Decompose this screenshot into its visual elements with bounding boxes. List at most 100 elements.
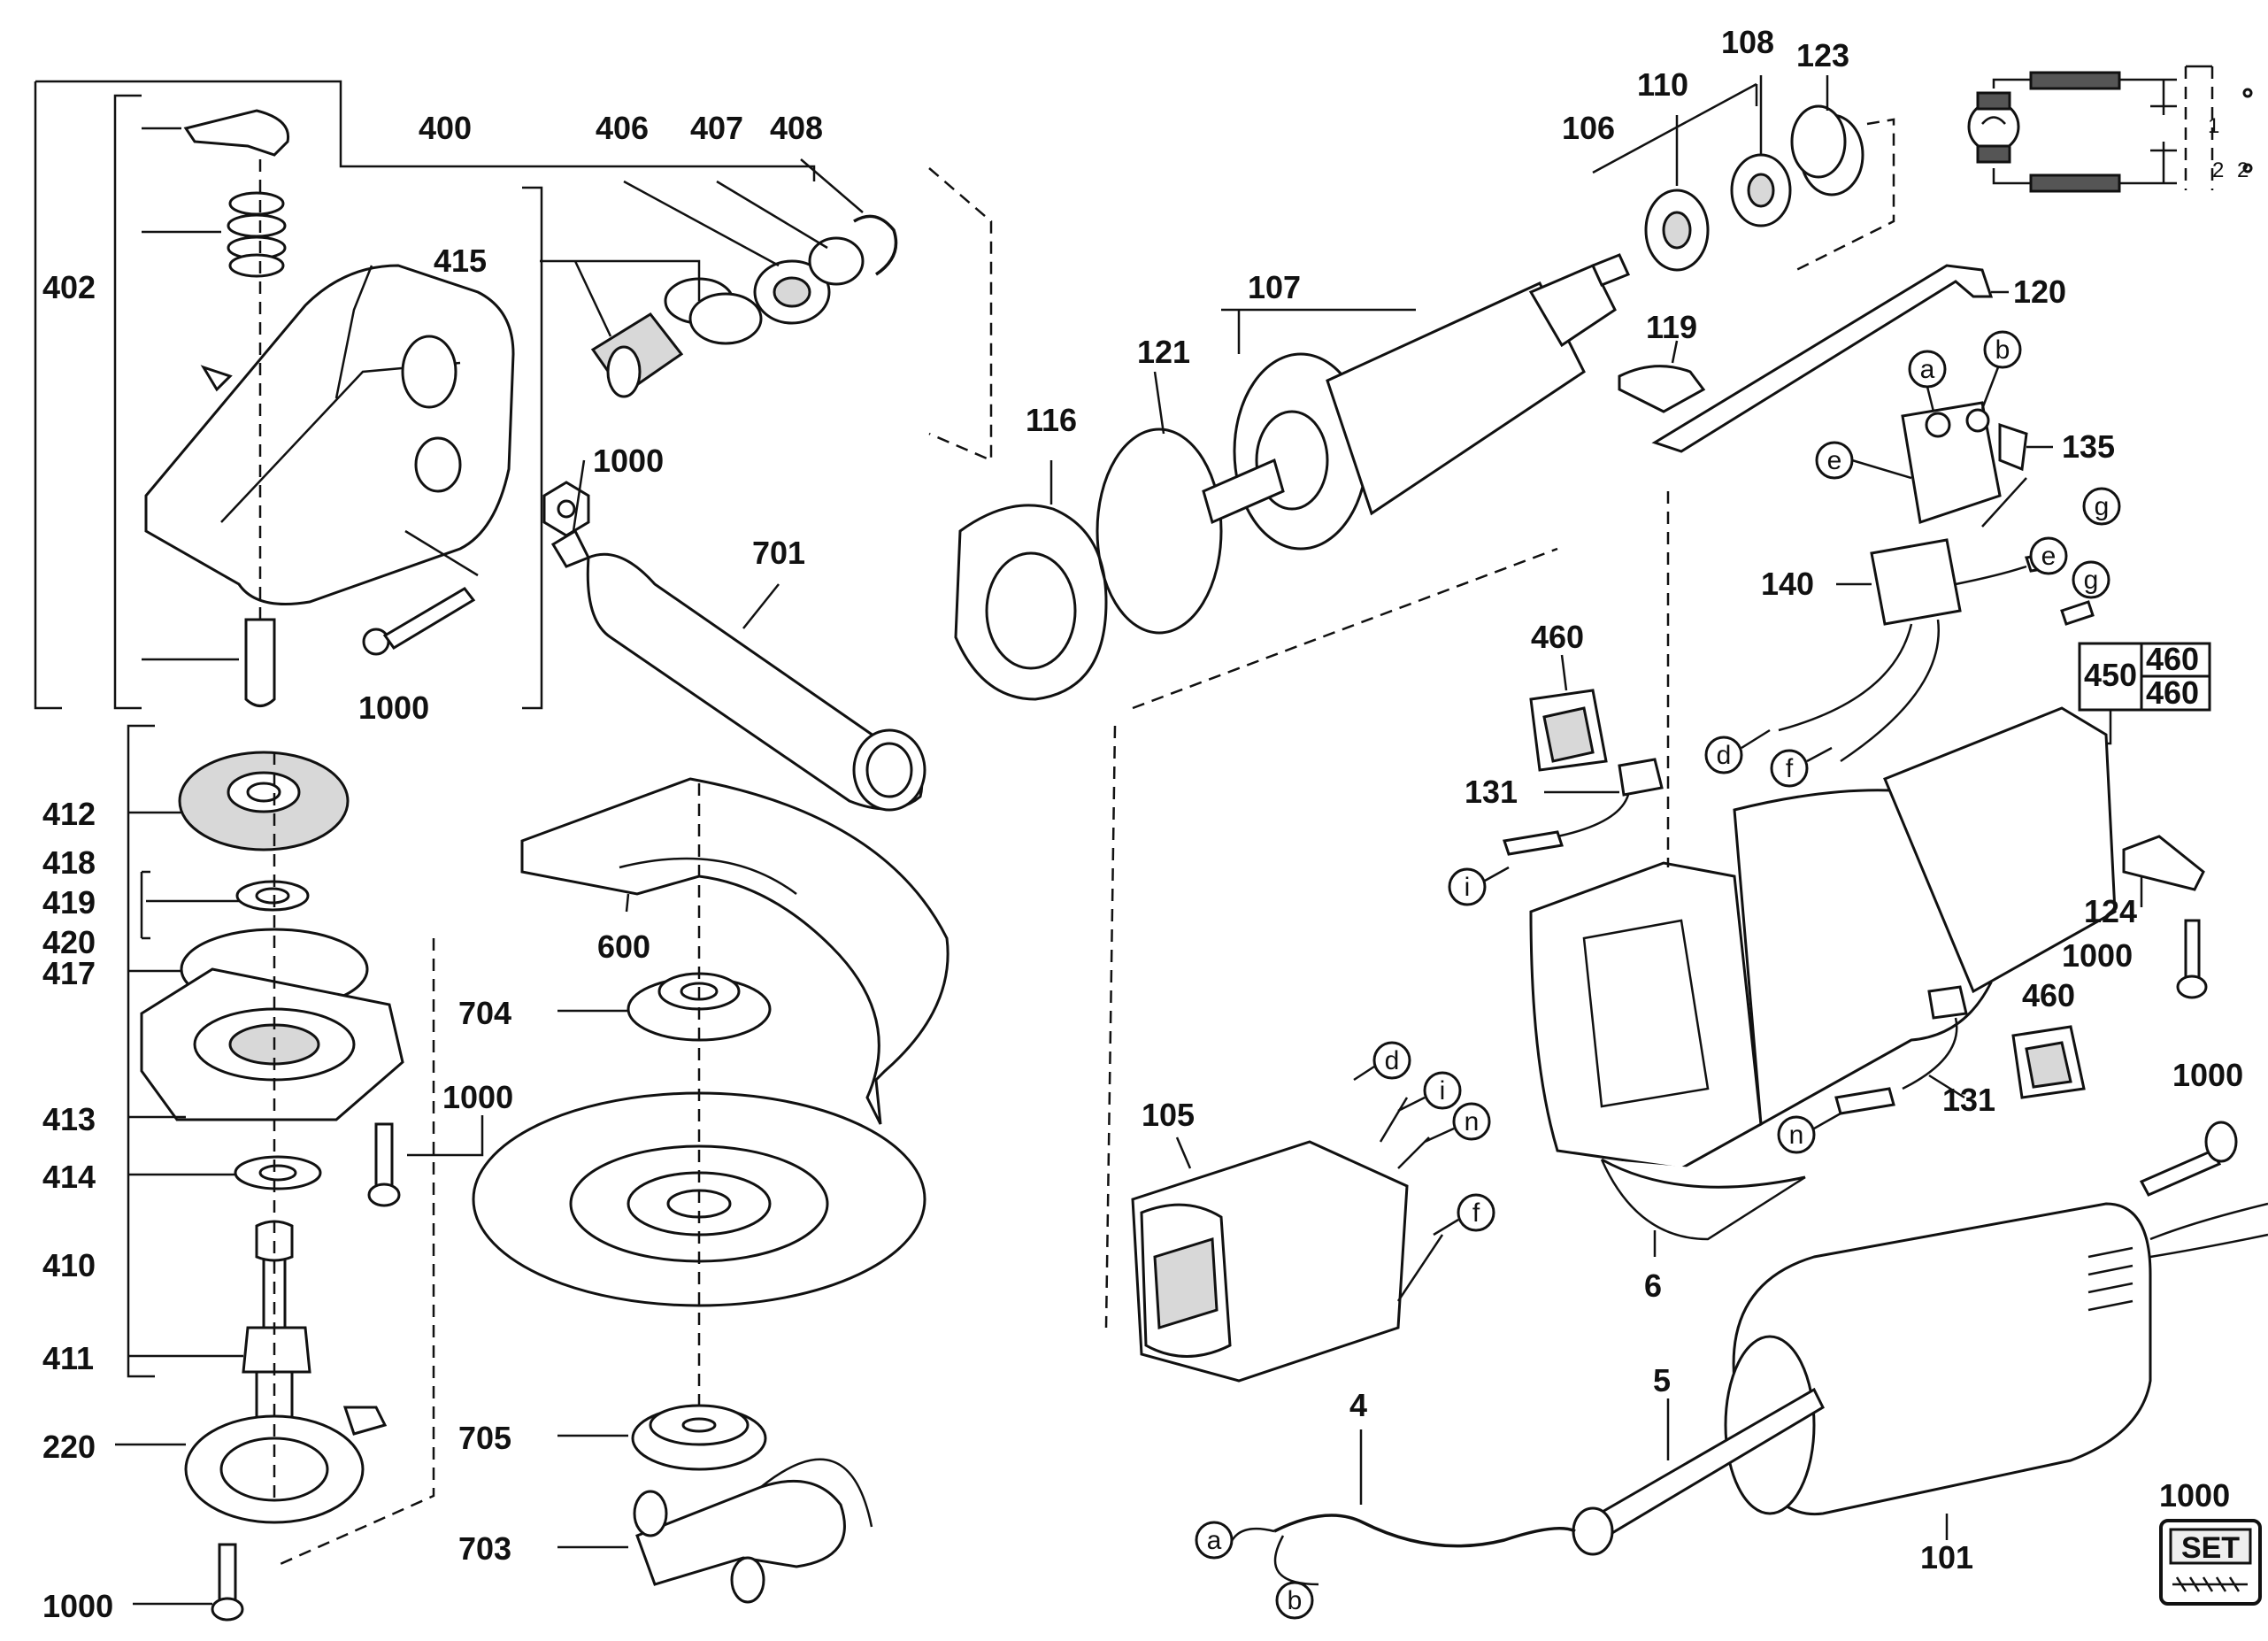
motor-housing-101: [1724, 1202, 2268, 1516]
leader-105: [1175, 1136, 1192, 1169]
leader-1000-plate: [407, 1115, 484, 1157]
leader-107: [1221, 308, 1416, 354]
label-110: 110: [1637, 66, 1688, 103]
leader-600: [625, 893, 630, 913]
connector-i2: [1397, 1071, 1462, 1113]
label-412: 412: [42, 796, 96, 832]
flange-nut-705: [631, 1404, 767, 1471]
connector-a2: [1195, 1521, 1234, 1560]
connector-g1: [2082, 487, 2121, 526]
connector-g2: [2072, 560, 2110, 599]
connector-n1: [1777, 1112, 1841, 1154]
screw-1000-housing: [362, 587, 476, 656]
letter-b1: b: [1995, 335, 2010, 365]
slide-switch-119: [1618, 365, 1706, 413]
label-116: 116: [1026, 402, 1077, 438]
letter-d1: d: [1717, 741, 1732, 770]
label-413: 413: [42, 1101, 96, 1137]
cable-clamp-124: [2122, 835, 2205, 891]
label-135: 135: [2062, 428, 2115, 465]
connector-n2: [1424, 1102, 1491, 1144]
label-131a: 131: [1465, 774, 1518, 810]
wiring-contact-1: 1: [2208, 114, 2219, 138]
dashed-guide-5: [273, 938, 435, 1568]
connector-e1: [1815, 441, 1912, 480]
leader-408: [800, 158, 864, 213]
label-460a: 460: [1531, 619, 1584, 655]
wiring-contact-2b: 2: [2237, 158, 2249, 182]
screw-1000-plate: [367, 1122, 401, 1207]
bearing-plate-413: [140, 967, 404, 1121]
label-705: 705: [458, 1420, 511, 1456]
brush-131b: [1834, 985, 1968, 1115]
pinion-gear: [590, 312, 684, 398]
o-ring-121: [1096, 428, 1223, 635]
label-6: 6: [1644, 1267, 1662, 1304]
bracket-402-outer: [34, 81, 62, 710]
letter-b2: b: [1288, 1586, 1303, 1615]
leader-119: [1671, 340, 1679, 364]
label-402: 402: [42, 269, 96, 305]
leader-701: [742, 583, 780, 629]
pin-spanner-703: [633, 1458, 873, 1604]
label-131b: 131: [1942, 1082, 1995, 1118]
label-460b: 460: [2146, 641, 2199, 677]
label-420: 420: [42, 924, 96, 960]
leader-407: [716, 180, 828, 250]
wiring-contact-2: 2: [2212, 158, 2224, 182]
screw-1000-124: [2176, 919, 2208, 999]
label-411: 411: [42, 1340, 94, 1376]
label-460d: 460: [2022, 977, 2075, 1013]
label-124: 124: [2084, 893, 2137, 929]
bracket-418: [140, 870, 150, 940]
connector-i1: [1448, 866, 1510, 906]
label-123: 123: [1796, 37, 1849, 73]
field-housing-6: [1529, 706, 2117, 1241]
spring: [227, 191, 287, 278]
label-417: 417: [42, 955, 96, 991]
connector-f1: [1770, 746, 1833, 788]
gear-housing-cover: [144, 264, 515, 605]
bearing-406: [753, 259, 831, 325]
connector-f2: [1433, 1193, 1495, 1237]
cable-wire-a: [1228, 1527, 1275, 1545]
leader-1000-nut: [572, 459, 586, 532]
bearing-110: [1644, 189, 1710, 272]
bearing-flange-116: [954, 504, 1108, 701]
wheel-guard-600: [520, 777, 949, 1125]
label-701: 701: [752, 535, 805, 571]
letter-f1: f: [1786, 754, 1794, 783]
label-4: 4: [1349, 1387, 1367, 1423]
spindle-411: [242, 1220, 311, 1436]
label-704: 704: [458, 995, 511, 1031]
brush-131a: [1503, 758, 1664, 856]
dashed-guide-3: [1104, 725, 1117, 1329]
screw-1000-right: [2139, 1121, 2238, 1197]
letter-n1: n: [1789, 1121, 1804, 1150]
letter-e2: e: [2041, 542, 2057, 571]
stator-105: [1131, 1097, 1444, 1383]
washer-414-hole: [258, 1164, 297, 1182]
dashed-guide-1: [928, 167, 993, 462]
brush-box-450-label: [2078, 642, 2211, 712]
wiring-schematic-icon: [1967, 65, 2253, 193]
label-140: 140: [1761, 566, 1814, 602]
leader-131b: [1928, 1074, 1965, 1099]
label-703: 703: [458, 1530, 511, 1567]
washer-419-hole: [255, 887, 290, 905]
bracket-402: [113, 94, 142, 710]
nut: [542, 481, 590, 537]
label-5: 5: [1653, 1362, 1671, 1398]
label-108: 108: [1721, 24, 1774, 60]
connector-d2: [1353, 1041, 1411, 1082]
letter-i1: i: [1465, 873, 1471, 902]
switch-rod: [1651, 264, 1994, 453]
letter-f2: f: [1472, 1198, 1480, 1228]
side-handle: [550, 528, 926, 812]
label-220: 220: [42, 1429, 96, 1465]
armature: [1202, 253, 1631, 551]
label-101: 101: [1920, 1539, 1973, 1576]
leader-1000-housing: [404, 529, 479, 577]
label-460c: 460: [2146, 674, 2199, 711]
letter-g2: g: [2084, 566, 2099, 595]
